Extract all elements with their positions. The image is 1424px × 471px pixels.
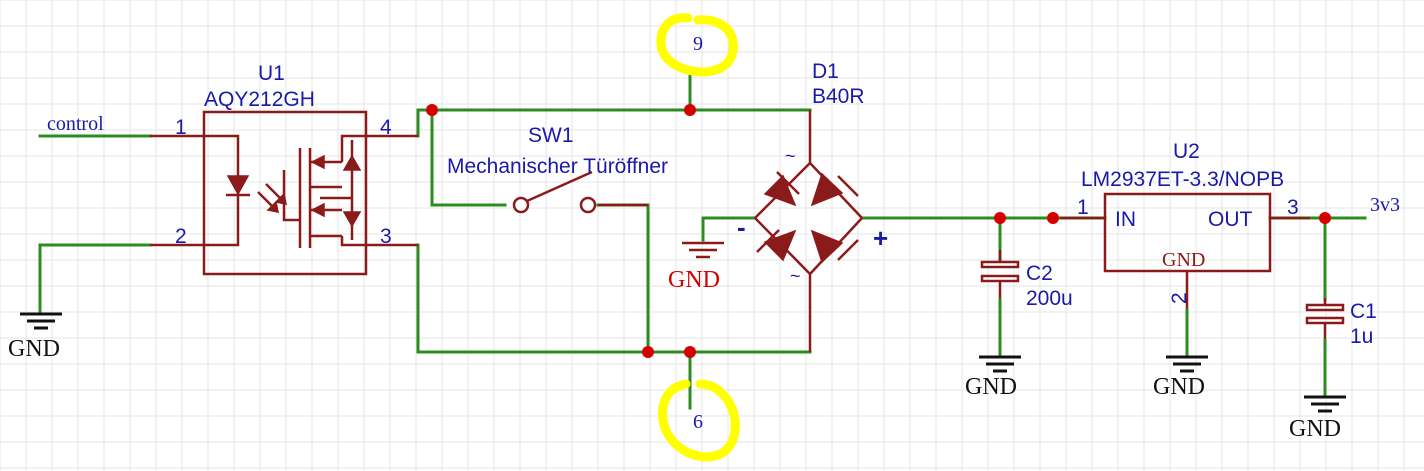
wire-bottom-net	[416, 243, 812, 354]
c2-ref: C2	[1026, 262, 1053, 285]
u1-pin1-label: 1	[175, 116, 187, 139]
sw1-ref: SW1	[528, 124, 574, 147]
u1-out-top	[340, 134, 366, 162]
ground-symbols: GND GND GND GND GND	[8, 241, 1346, 442]
u1-out-bottom	[340, 236, 366, 247]
d1-plus-label: +	[873, 223, 888, 253]
u2-out-label: OUT	[1208, 208, 1253, 231]
junctions	[426, 104, 1331, 358]
u2-gnd-label: GND	[1162, 249, 1205, 271]
u1-pin2-label: 2	[175, 225, 187, 248]
d1-tilde-top: ~	[785, 146, 796, 166]
highlight-marks	[656, 13, 740, 462]
net-labels: control 3v3 9 6	[47, 33, 1400, 433]
u1-body-diode-1	[342, 154, 362, 171]
u2-value: LM2937ET-3.3/NOPB	[1081, 168, 1284, 191]
net-label-3v3: 3v3	[1370, 194, 1400, 216]
gnd-label-u2: GND	[1153, 374, 1205, 400]
c1-plate-top	[1305, 303, 1345, 312]
gnd-label-d1: GND	[668, 267, 720, 293]
d1-ref: D1	[812, 60, 839, 83]
u2-ref: U2	[1173, 140, 1200, 163]
u1-photodiode	[282, 170, 300, 222]
d1-bridge-rectifier: D1 B40R - + ~ ~	[737, 60, 888, 352]
d1-diode-br	[810, 229, 844, 264]
highlight-circle-net6	[658, 379, 740, 462]
u1-aqy212gh: U1 AQY212GH 1 2 3 4	[150, 62, 418, 276]
wire-sw1-right	[596, 203, 650, 354]
c2-value: 200u	[1026, 287, 1073, 310]
d1-minus-label: -	[737, 212, 746, 242]
wire-d1-minus	[701, 216, 757, 242]
d1-bar-br	[837, 239, 859, 261]
gnd-symbol-u2: GND	[1153, 355, 1208, 400]
sw1-contact-right	[579, 196, 597, 214]
u1-led-icon	[226, 175, 250, 196]
sw1-switch: SW1 Mechanischer Türöffner	[447, 124, 668, 214]
c1-value: 1u	[1350, 325, 1373, 348]
u1-pin3-label: 3	[380, 225, 392, 248]
d1-diode-tl	[763, 174, 797, 207]
u1-fet-arrow-1	[310, 154, 325, 170]
junction-sw1-bottom	[642, 346, 654, 358]
gnd-label-c1: GND	[1289, 416, 1341, 442]
c1-capacitor: C1 1u	[1305, 298, 1377, 397]
d1-tilde-bottom: ~	[790, 266, 801, 286]
wire-sw1-left	[430, 108, 507, 207]
junction-top-left	[426, 104, 438, 116]
c2-plate-top	[980, 260, 1020, 269]
net-label-control: control	[47, 113, 104, 135]
u2-pin3-label: 3	[1287, 196, 1299, 219]
junction-net9	[684, 104, 696, 116]
d1-bar-tr	[837, 175, 859, 197]
wire-top-net	[416, 108, 812, 138]
u2-in-label: IN	[1115, 208, 1136, 231]
net-label-9: 9	[693, 33, 703, 55]
net-label-6: 6	[693, 411, 703, 433]
d1-value: B40R	[812, 85, 865, 108]
u1-ref: U1	[258, 62, 285, 85]
junction-u2-in	[1047, 212, 1059, 224]
d1-diode-bl	[763, 229, 797, 262]
u1-value: AQY212GH	[204, 88, 315, 111]
junction-net6	[684, 346, 696, 358]
c2-capacitor: C2 200u	[980, 250, 1073, 357]
gnd-label-u1: GND	[8, 336, 60, 362]
d1-bar-bl	[756, 229, 780, 253]
gnd-symbol-d1: GND	[668, 241, 724, 293]
gnd-label-c2: GND	[965, 374, 1017, 400]
u2-regulator: U2 LM2937ET-3.3/NOPB IN OUT GND 1 3 2	[1060, 140, 1310, 357]
gnd-symbol-u1: GND	[8, 312, 62, 362]
gnd-symbol-c2: GND	[965, 355, 1021, 400]
c1-plate-bottom	[1305, 316, 1345, 325]
junction-c2	[994, 212, 1006, 224]
u1-fet-arrow-2	[310, 202, 325, 218]
u1-pin4-label: 4	[380, 116, 392, 139]
c2-plate-bottom	[980, 274, 1020, 283]
d1-diode-tr	[810, 172, 844, 207]
sw1-lever	[526, 170, 593, 203]
u2-pin1-label: 1	[1077, 196, 1089, 219]
gnd-symbol-c1: GND	[1289, 395, 1346, 442]
highlight-circle-net9	[656, 13, 738, 77]
d1-bar-tl	[776, 171, 800, 195]
c1-ref: C1	[1350, 300, 1377, 323]
u1-body-diode-2	[342, 211, 362, 228]
u2-pin2-label: 2	[1168, 292, 1191, 304]
u1-body	[202, 110, 368, 276]
wire-u1-pin2-gnd	[38, 243, 152, 314]
sw1-value: Mechanischer Türöffner	[447, 155, 668, 178]
u1-light-arrowhead-1	[266, 200, 279, 213]
sw1-contact-left	[512, 196, 530, 214]
u1-led-wire	[204, 134, 240, 247]
junction-c1	[1319, 212, 1331, 224]
